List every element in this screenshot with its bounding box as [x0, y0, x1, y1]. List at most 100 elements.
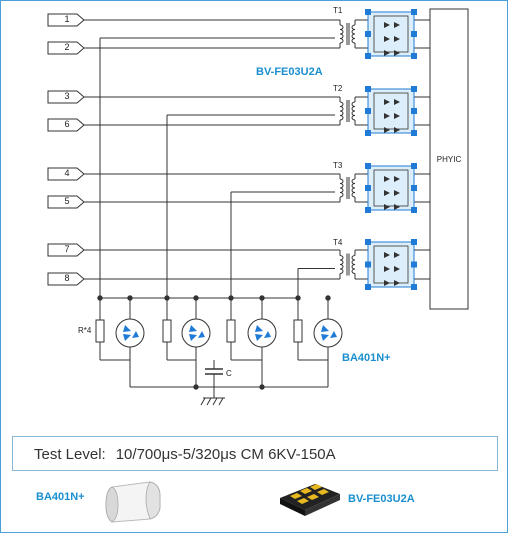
tvs-pad [411, 163, 417, 169]
secondary-coil [351, 268, 356, 274]
tvs-pad [411, 9, 417, 15]
primary-coil [339, 24, 344, 30]
tvs-diode-icon [384, 36, 390, 42]
phy-ic-box [429, 8, 469, 310]
secondary-coil [351, 29, 356, 35]
tvs-diode-icon [394, 50, 400, 56]
ground-hatch [218, 397, 224, 406]
secondary-coil [351, 110, 356, 116]
tvs-pad [411, 53, 417, 59]
secondary-coil [351, 264, 356, 270]
primary-coil [339, 264, 344, 270]
secondary-coil [351, 115, 356, 121]
gdt-arrow-icon [189, 334, 197, 341]
primary-coil [339, 183, 344, 189]
pin-3-label: 3 [64, 91, 70, 101]
pin-8-label: 8 [64, 273, 70, 283]
phy-ic-label: PHYIC [436, 155, 462, 164]
wires [84, 19, 430, 398]
tvs-pad [365, 53, 371, 59]
junction-dot [325, 295, 331, 301]
secondary-coil [351, 187, 356, 193]
tvs-pad [365, 261, 371, 268]
pin-connector-6 [47, 118, 85, 132]
protection-network [95, 318, 343, 406]
tvs-pad [365, 108, 371, 114]
tvs-diode-icon [384, 280, 390, 286]
tvs-chip-side [305, 494, 340, 516]
tvs-array-inner [373, 92, 409, 130]
tvs-pad [411, 108, 417, 114]
tvs-chip-pad [297, 498, 309, 504]
pin-connector-7 [47, 243, 85, 257]
resistor-3 [226, 319, 236, 343]
secondary-coil [351, 24, 356, 30]
resistor-label: R*4 [78, 326, 92, 335]
primary-coil [339, 115, 344, 121]
junction-dot [193, 295, 199, 301]
gdt-arrow-icon [123, 334, 131, 341]
pin-6-label: 6 [64, 119, 70, 129]
pin-connector-3 [47, 90, 85, 104]
tvs-array-inner [373, 245, 409, 284]
legend-tvs-label: BV-FE03U2A [348, 493, 415, 505]
phy-ic [429, 8, 469, 310]
tvs-pad [411, 284, 417, 290]
tvs-chip-pad [317, 489, 329, 495]
tvs-diode-icon [384, 176, 390, 182]
tvs-chip-pad [307, 494, 319, 500]
tvs-diode-icon [384, 252, 390, 258]
gdt-arrow-icon [321, 334, 329, 341]
tvs-diode-icon [384, 204, 390, 210]
tvs-pad [411, 239, 417, 245]
tvs-pad [411, 207, 417, 213]
transformer-t1-label: T1 [333, 6, 343, 15]
gdt-label: BA401N+ [342, 352, 391, 364]
tvs-chip-pad [290, 493, 302, 499]
tvs-pad [411, 130, 417, 136]
primary-coil [339, 29, 344, 35]
primary-coil [339, 33, 344, 39]
transformer-t2-label: T2 [333, 84, 343, 93]
primary-coil [339, 259, 344, 265]
secondary-coil [351, 183, 356, 189]
tvs-array-3 [367, 165, 415, 211]
ground-hatch [200, 397, 206, 406]
tvs-diode-icon [384, 99, 390, 105]
junction-dot [259, 295, 265, 301]
primary-coil [339, 268, 344, 274]
test-level-value: 10/700μs-5/320μs CM 6KV-150A [115, 446, 336, 463]
tvs-pad [365, 130, 371, 136]
pin-connector-2 [47, 41, 85, 55]
tvs-pad [411, 185, 417, 191]
pin-connector-4 [47, 167, 85, 181]
pin-5-label: 5 [64, 196, 70, 206]
primary-coil [339, 178, 344, 184]
tvs-array-2 [367, 88, 415, 134]
primary-coil [339, 106, 344, 112]
tvs-pad [411, 31, 417, 37]
gdt-arrow-icon [330, 331, 337, 338]
tvs-diode-icon [394, 99, 400, 105]
transformer-t4-label: T4 [333, 238, 343, 247]
gdt-3 [247, 318, 277, 348]
pin-1-label: 1 [64, 14, 70, 24]
pin-connector-5 [47, 195, 85, 209]
tvs-diode-icon [384, 190, 390, 196]
primary-coil [339, 255, 344, 261]
secondary-coil [351, 38, 356, 44]
gdt-2 [181, 318, 211, 348]
tvs-pad [411, 86, 417, 92]
tvs-diode-icon [384, 22, 390, 28]
tvs-pad [365, 163, 371, 169]
tvs-pad [365, 86, 371, 92]
tvs-arrays [365, 9, 417, 290]
primary-coil [339, 101, 344, 107]
primary-coil [339, 192, 344, 198]
tvs-array-1 [367, 11, 415, 57]
tvs-diode-icon [394, 266, 400, 272]
legend-gdt-label: BA401N+ [36, 491, 85, 503]
pin-connectors [47, 13, 85, 286]
tvs-pad [365, 31, 371, 37]
